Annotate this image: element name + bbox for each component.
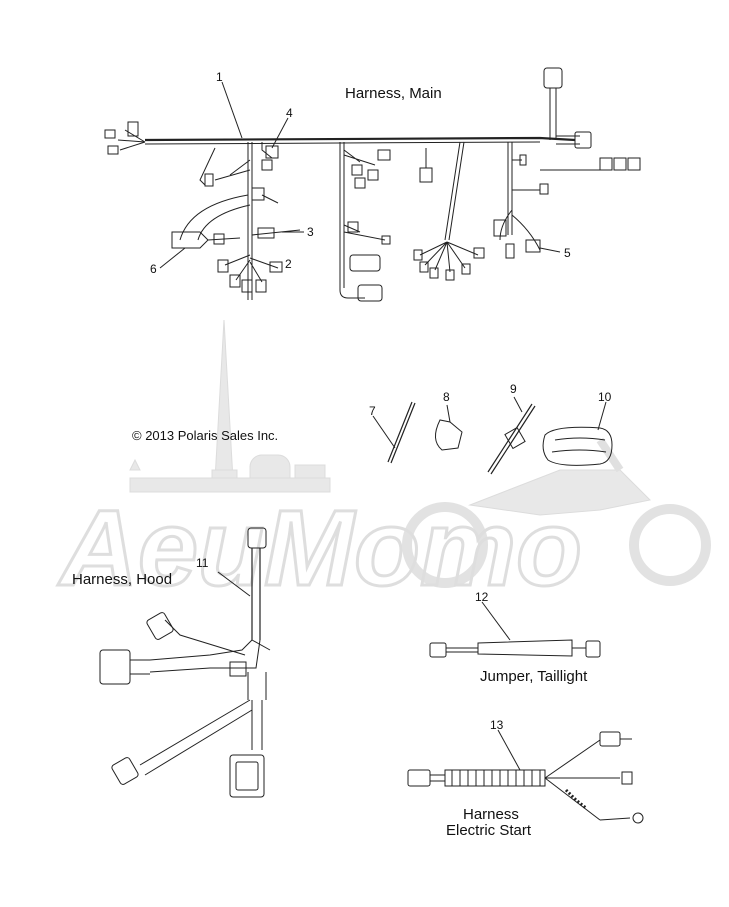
callout-9: 9 [510,382,517,396]
jumper-taillight-title: Jumper, Taillight [480,668,588,685]
callout-4: 4 [286,106,293,120]
copyright-notice: © 2013 Polaris Sales Inc. [132,428,279,443]
callout-6: 6 [150,262,157,276]
watermark-text: AeuMomo [57,487,582,608]
electric-start-title-line2: Electric Start [446,822,532,839]
main-harness-title: Harness, Main [345,85,442,102]
hood-harness-title: Harness, Hood [72,571,173,588]
callout-13: 13 [490,718,504,732]
electric-start-title-line1: Harness [463,806,519,823]
callout-10: 10 [598,390,612,404]
callout-7: 7 [369,404,376,418]
callout-5: 5 [564,246,571,260]
callout-3: 3 [307,225,314,239]
callout-11: 11 [196,556,209,570]
callout-1: 1 [216,70,223,84]
callout-12: 12 [475,590,489,604]
callout-2: 2 [285,257,292,271]
callout-8: 8 [443,390,450,404]
